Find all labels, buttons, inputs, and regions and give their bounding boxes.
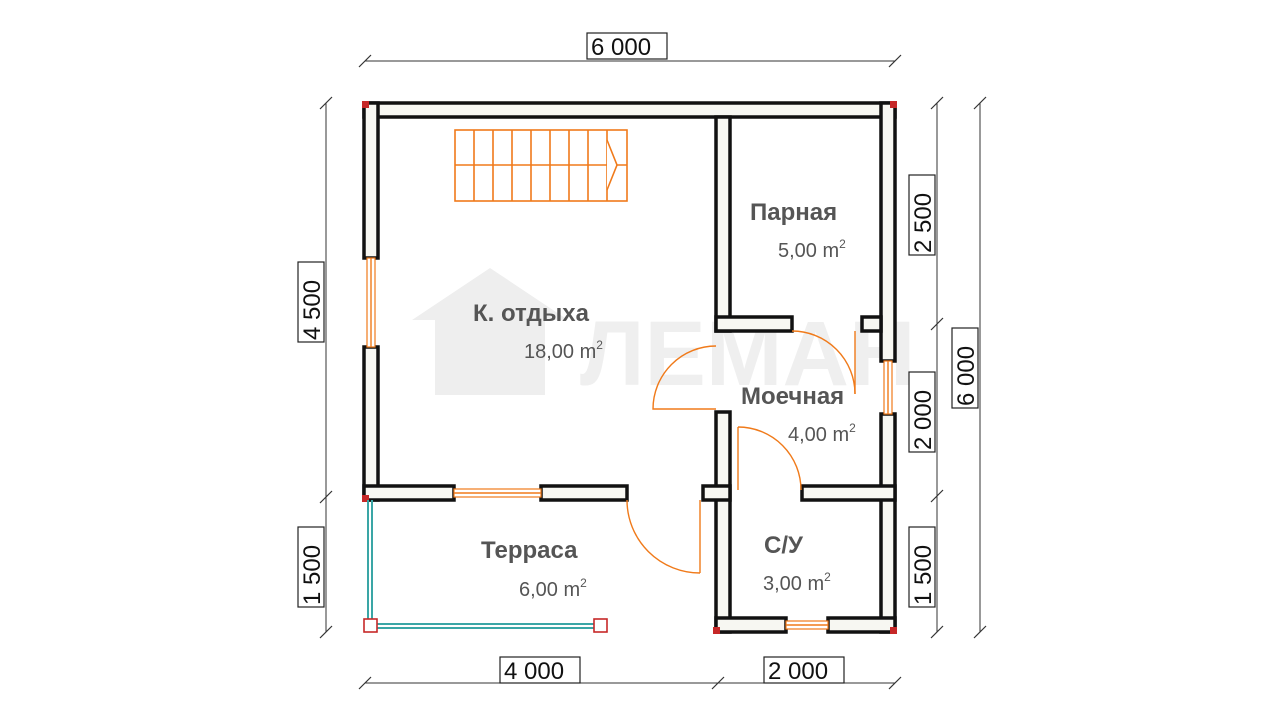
- dimension-left-lower: 1 500: [297, 497, 333, 639]
- room-lounge-area-unit: 2: [596, 338, 603, 352]
- dimension-bottom-right-label: 2 000: [768, 658, 828, 685]
- corner-markers: [362, 101, 897, 634]
- dimension-left-upper-label: 4 500: [299, 280, 326, 340]
- terrace-post-left: [363, 618, 378, 633]
- room-terrace-area: 6,00 m: [519, 579, 580, 601]
- room-terrace: Терраса 6,00 m2: [481, 537, 587, 601]
- dimension-bottom-right: 2 000: [718, 656, 902, 690]
- room-steam-area-unit: 2: [839, 237, 846, 251]
- svg-text:4,00 m2: 4,00 m2: [788, 421, 856, 446]
- door-terrace: [626, 499, 701, 574]
- watermark-logo: ЛЕМАН: [412, 268, 915, 405]
- room-steam-area: 5,00 m: [778, 240, 839, 262]
- room-toilet-area: 3,00 m: [763, 573, 824, 595]
- dimension-right-top-label: 2 500: [910, 193, 937, 253]
- dimension-top: 6 000: [358, 32, 902, 68]
- staircase: [454, 129, 628, 202]
- terrace-post-right: [593, 618, 608, 633]
- svg-text:3,00 m2: 3,00 m2: [763, 570, 831, 595]
- room-lounge-name: К. отдыха: [473, 300, 590, 327]
- room-terrace-name: Терраса: [481, 537, 578, 564]
- room-terrace-area-unit: 2: [580, 576, 587, 590]
- windows: [366, 257, 893, 630]
- dimension-right-inner: 2 500 2 000 1 500: [908, 96, 944, 639]
- dimension-top-label: 6 000: [591, 34, 651, 61]
- dimension-left-lower-label: 1 500: [299, 545, 326, 605]
- room-washroom-area: 4,00 m: [788, 424, 849, 446]
- dimension-right-outer: 6 000: [951, 96, 987, 639]
- room-washroom-area-unit: 2: [849, 421, 856, 435]
- dimension-bottom-left: 4 000: [358, 656, 725, 690]
- dimension-left-upper: 4 500: [297, 96, 333, 504]
- room-washroom-name: Моечная: [741, 383, 844, 410]
- dimension-right-outer-label: 6 000: [953, 346, 980, 406]
- dimension-right-bottom-label: 1 500: [910, 545, 937, 605]
- room-toilet-name: С/У: [764, 532, 804, 559]
- walls: [362, 101, 897, 634]
- room-lounge-area: 18,00 m: [524, 341, 596, 363]
- dimension-bottom-left-label: 4 000: [504, 658, 564, 685]
- room-steam: Парная 5,00 m2: [750, 199, 846, 262]
- door-lounge: [652, 345, 717, 410]
- room-toilet-area-unit: 2: [824, 570, 831, 584]
- svg-text:5,00 m2: 5,00 m2: [778, 237, 846, 262]
- room-toilet: С/У 3,00 m2: [763, 532, 831, 595]
- room-washroom: Моечная 4,00 m2: [741, 383, 856, 446]
- room-lounge: К. отдыха 18,00 m2: [473, 300, 603, 363]
- watermark-house-icon: [412, 268, 568, 395]
- dimension-right-middle-label: 2 000: [910, 390, 937, 450]
- room-steam-name: Парная: [750, 199, 837, 226]
- door-steam-room: [791, 330, 856, 395]
- terrace-railing: [363, 500, 608, 633]
- svg-text:6,00 m2: 6,00 m2: [519, 576, 587, 601]
- door-toilet: [737, 426, 802, 491]
- doors: [626, 330, 856, 574]
- svg-text:18,00 m2: 18,00 m2: [524, 338, 603, 363]
